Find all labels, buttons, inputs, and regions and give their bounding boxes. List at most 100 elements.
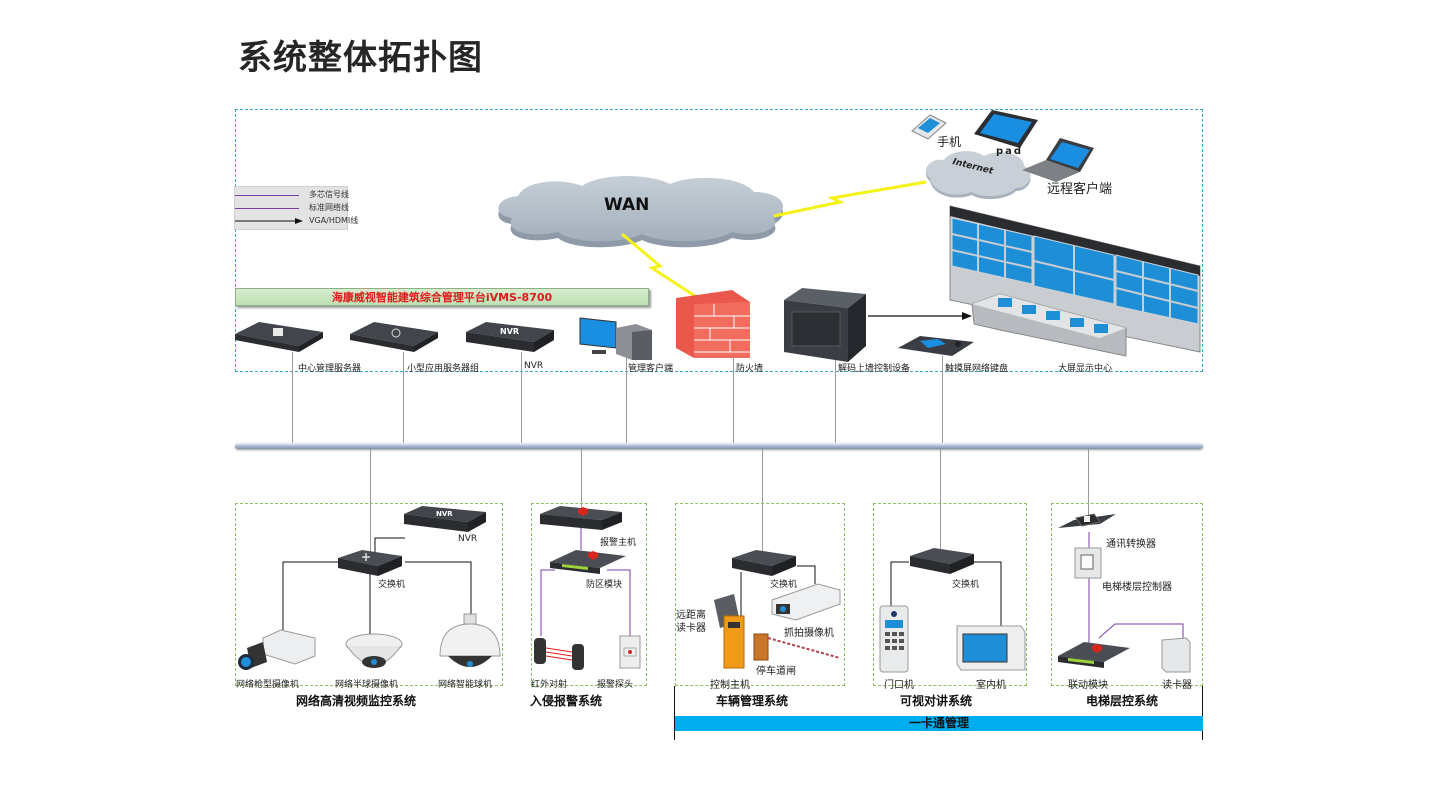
legend-item-vga: VGA/HDMI线	[235, 215, 358, 227]
nvr-badge: NVR	[500, 327, 519, 336]
link-line	[292, 352, 293, 444]
link-line	[835, 360, 836, 444]
floor-controller-label: 电梯楼层控制器	[1102, 582, 1172, 593]
capture-camera-label: 抓拍摄像机	[784, 628, 834, 639]
vehicle-switch-label: 交换机	[770, 580, 798, 590]
legend-line-icon	[235, 208, 299, 209]
link-line	[403, 352, 404, 444]
intercom-subsystem-frame	[873, 503, 1027, 686]
link-line	[733, 358, 734, 444]
console-desk-icon	[971, 293, 1127, 357]
link-line	[762, 449, 763, 551]
vehicle-subsystem-title: 车辆管理系统	[716, 694, 789, 708]
barrier-gate-icon	[714, 594, 841, 669]
intrusion-topology-lines	[540, 528, 631, 636]
link-line	[581, 449, 582, 507]
dome-camera-icon	[345, 633, 403, 668]
internet-cloud-icon	[925, 151, 1031, 200]
video-nvr-label: NVR	[458, 534, 478, 544]
video-switch-icon	[338, 550, 402, 576]
door-station-icon	[879, 605, 909, 673]
comm-converter-icon	[1058, 513, 1116, 528]
card-band-left-bracket	[674, 686, 675, 740]
firewall-label: 防火墙	[736, 364, 764, 374]
alarm-detector-label: 报警探头	[597, 680, 634, 690]
dome-camera-label: 网络半球摄像机	[335, 680, 399, 690]
hdmi-arrow-icon	[868, 312, 972, 320]
linkage-module-label: 联动模块	[1068, 680, 1108, 691]
page-title: 系统整体拓扑图	[238, 38, 483, 78]
platform-banner: 海康威视智能建筑综合管理平台iVMS-8700	[235, 288, 649, 306]
intercom-switch-label: 交换机	[952, 580, 980, 590]
backbone-bus	[235, 443, 1203, 449]
firewall-icon	[676, 290, 750, 358]
network-keyboard-icon	[898, 336, 974, 356]
capture-camera-icon	[771, 583, 841, 621]
comm-converter-label: 通讯转换器	[1106, 539, 1156, 550]
zone-module-icon	[550, 550, 626, 574]
infrared-beam-icon	[534, 638, 584, 670]
app-servers-label: 小型应用服务器组	[407, 364, 480, 374]
bullet-camera-icon	[238, 629, 316, 670]
link-line	[626, 358, 627, 444]
center-server-label: 中心管理服务器	[298, 364, 362, 374]
management-pc-icon	[579, 317, 652, 360]
wan-internet-link-icon	[773, 180, 927, 218]
controller-label: 控制主机	[710, 680, 750, 691]
card-reader-icon	[1161, 637, 1191, 673]
app-server-icon	[350, 322, 438, 352]
video-wall-icon	[949, 205, 1201, 353]
keyboard-label: 触摸屏网络键盘	[945, 364, 1009, 374]
arrow-right-icon	[235, 218, 303, 224]
decoder-chassis-icon	[784, 288, 866, 362]
elevator-subsystem-frame	[1051, 503, 1203, 686]
barrier-label: 停车道闸	[756, 666, 796, 677]
core-network-frame	[235, 109, 1203, 372]
link-line	[940, 449, 941, 549]
infrared-beam-label: 红外对射	[531, 680, 568, 690]
vehicle-subsystem-frame	[675, 503, 845, 686]
remote-client-label: 远程客户端	[1047, 182, 1113, 197]
intrusion-subsystem-frame	[531, 503, 647, 686]
indoor-monitor-icon	[956, 625, 1026, 671]
floor-controller-icon	[1074, 547, 1102, 579]
intercom-subsystem-title: 可视对讲系统	[900, 694, 973, 708]
video-nvr-badge: NVR	[436, 510, 453, 518]
legend-line-icon	[235, 195, 299, 196]
laptop-icon	[1022, 138, 1094, 182]
nvr-label: NVR	[524, 361, 544, 371]
video-subsystem-title: 网络高清视频监控系统	[296, 694, 417, 708]
zone-module-label: 防区模块	[586, 580, 623, 590]
indoor-monitor-label: 室内机	[976, 680, 1006, 691]
ptz-camera-icon	[439, 613, 501, 667]
legend-item-network: 标准网络线	[235, 202, 349, 214]
elevator-subsystem-title: 电梯层控系统	[1086, 694, 1159, 708]
wan-label: WAN	[604, 195, 650, 215]
wan-cloud-icon	[498, 176, 784, 248]
intrusion-subsystem-title: 入侵报警系统	[530, 694, 603, 708]
legend-item-multicore: 多芯信号线	[235, 189, 349, 201]
video-nvr-icon: NVR	[404, 506, 486, 532]
alarm-host-label: 报警主机	[600, 538, 637, 548]
decoder-label: 解码上墙控制设备	[838, 364, 911, 374]
wan-firewall-link-icon	[621, 232, 699, 300]
pad-label: pad	[996, 146, 1024, 157]
alarm-host-icon	[540, 506, 622, 530]
one-card-management-band: 一卡通管理	[675, 716, 1203, 731]
card-reader-label: 读卡器	[1162, 680, 1192, 691]
legend: 多芯信号线 标准网络线 VGA/HDMI线	[234, 186, 358, 230]
display-center-label: 大屏显示中心	[1058, 364, 1113, 374]
link-line	[521, 352, 522, 444]
mgmt-client-label: 管理客户端	[628, 364, 674, 374]
ptz-camera-label: 网络智能球机	[438, 680, 493, 690]
link-line	[1088, 449, 1089, 515]
linkage-module-icon	[1058, 642, 1130, 668]
phone-icon	[911, 114, 947, 140]
intercom-topology-lines	[890, 561, 1002, 628]
alarm-detector-icon	[619, 635, 641, 669]
tablet-icon	[974, 110, 1038, 148]
nvr-device-icon: NVR	[466, 322, 554, 352]
card-band-right-bracket	[1202, 686, 1203, 740]
video-switch-label: 交换机	[378, 580, 406, 590]
phone-label: 手机	[937, 135, 962, 149]
